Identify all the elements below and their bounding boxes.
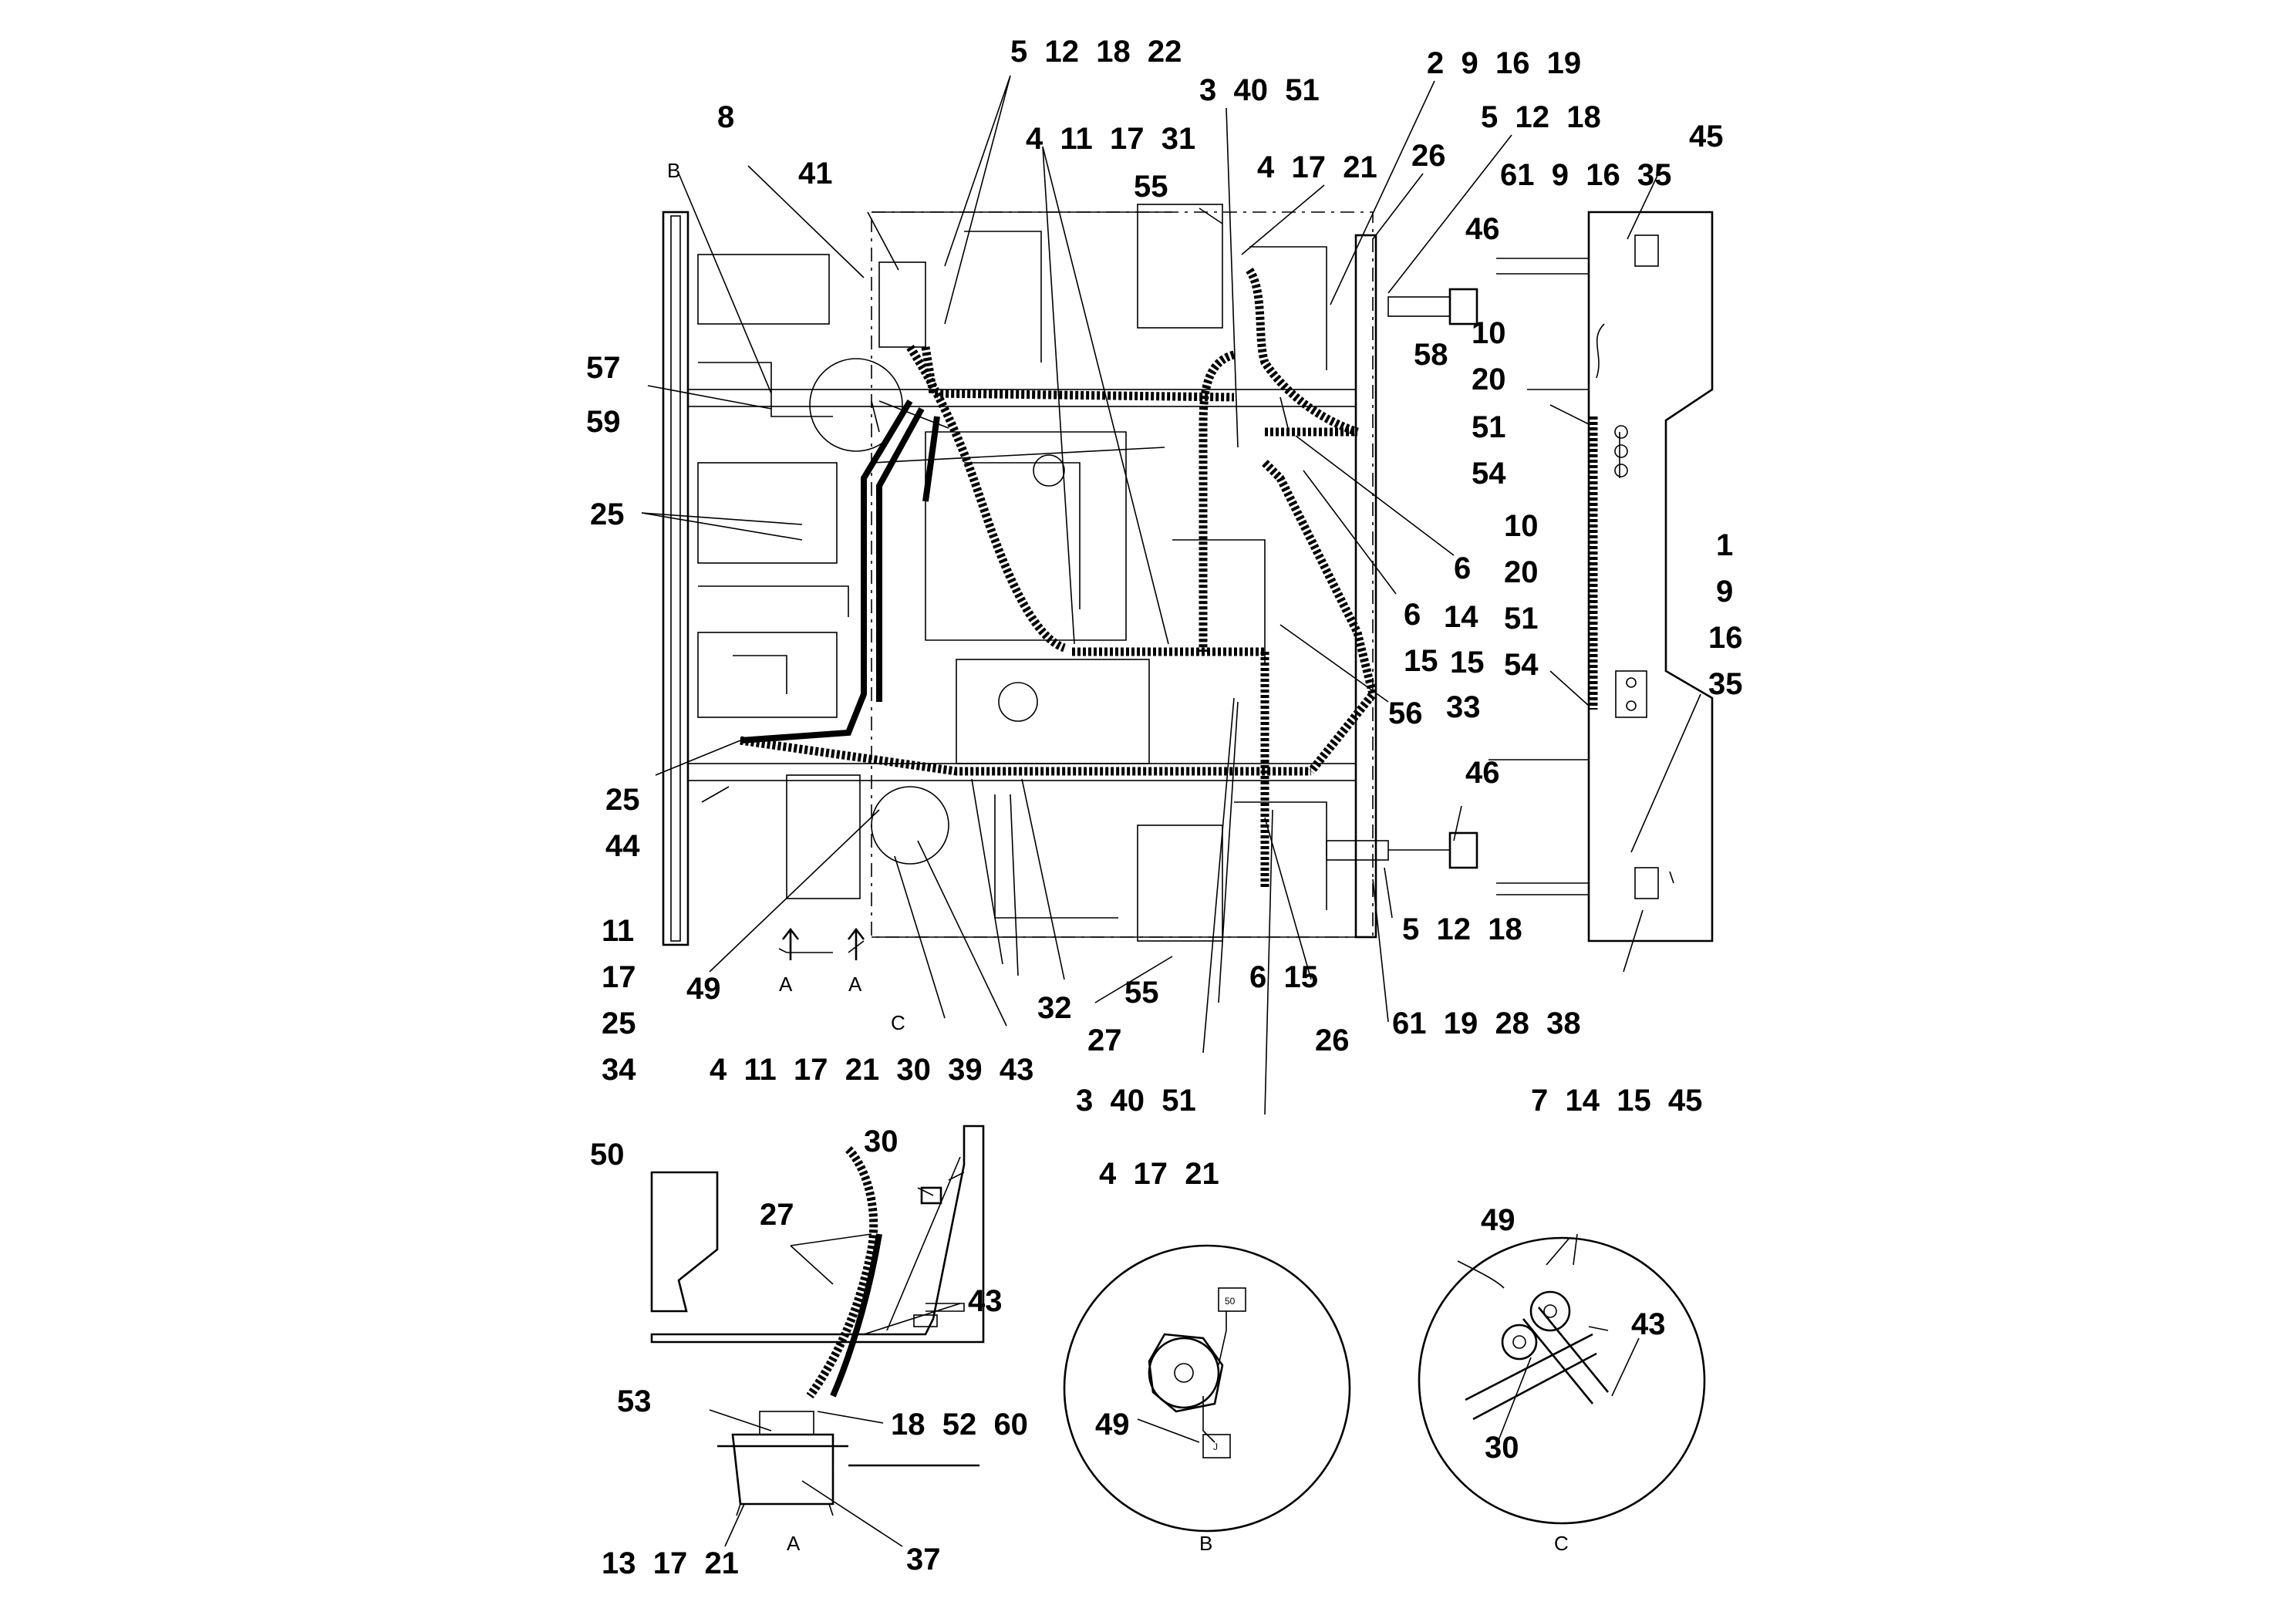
view-letter-c: C — [891, 1011, 905, 1034]
callout-15b: 15 — [1450, 646, 1485, 679]
callout-30-c: 30 — [1485, 1431, 1519, 1465]
callout-top-2: 3 40 51 — [1199, 73, 1320, 107]
callout-34: 34 — [602, 1053, 636, 1087]
callout-25a: 25 — [590, 497, 625, 531]
leader-lines — [641, 75, 1701, 1115]
callout-54a: 54 — [1472, 457, 1506, 491]
callout-15a: 15 — [1404, 644, 1438, 678]
view-letter-a-right: A — [848, 973, 862, 996]
callout-55-top: 55 — [1134, 170, 1168, 204]
callout-46-bottom: 46 — [1465, 756, 1500, 790]
callout-18-52-60: 18 52 60 — [891, 1408, 1028, 1442]
callout-45-top: 45 — [1689, 120, 1724, 153]
callout-44: 44 — [605, 829, 640, 863]
callout-10b: 10 — [1504, 509, 1539, 543]
callout-32: 32 — [1037, 991, 1072, 1025]
callout-11: 11 — [602, 914, 634, 948]
side-panel-view — [1489, 211, 1714, 943]
callout-55-bottom: 55 — [1124, 976, 1159, 1010]
callout-41: 41 — [798, 157, 833, 191]
connector-assemblies — [1326, 288, 1478, 869]
callout-top-1: 5 12 18 22 — [1010, 35, 1182, 69]
callout-20b: 20 — [1504, 555, 1539, 589]
callout-27-a: 27 — [760, 1198, 794, 1232]
callout-51a: 51 — [1472, 410, 1506, 444]
callout-46-top: 46 — [1465, 212, 1500, 246]
callout-top-3: 2 9 16 19 — [1427, 46, 1581, 80]
detail-b-view — [1063, 1244, 1351, 1533]
callout-59: 59 — [586, 405, 621, 439]
callout-6b: 6 — [1404, 598, 1421, 632]
callout-33: 33 — [1446, 690, 1481, 724]
view-letter-a-left: A — [779, 973, 793, 996]
view-caption-a: A — [787, 1532, 801, 1555]
callout-50: 50 — [590, 1138, 625, 1172]
detail-a-view — [650, 1125, 985, 1516]
detail-a-leaders — [709, 1233, 961, 1547]
callout-26-bottom: 26 — [1315, 1023, 1350, 1057]
callout-14: 14 — [1444, 600, 1478, 634]
callout-25b: 25 — [605, 783, 640, 817]
callout-bottom-1: 4 11 17 21 30 39 43 — [710, 1053, 1033, 1087]
callout-30-a: 30 — [864, 1125, 899, 1158]
callout-top-8: 4 17 21 — [1257, 150, 1377, 184]
callout-35: 35 — [1708, 667, 1743, 701]
callout-10a: 10 — [1472, 316, 1506, 350]
detail-b-tag-50: 50 — [1225, 1296, 1236, 1307]
callout-1: 1 — [1716, 528, 1733, 562]
main-frame-view — [662, 204, 1377, 946]
harness-routing — [740, 267, 1377, 887]
callout-49-b: 49 — [1095, 1408, 1130, 1442]
callout-bottom-9: 4 17 21 — [1099, 1157, 1219, 1191]
callout-43-c: 43 — [1631, 1307, 1666, 1341]
callout-top-4: 5 12 18 — [1481, 100, 1601, 134]
callout-56: 56 — [1388, 696, 1423, 730]
callout-27-main: 27 — [1087, 1023, 1122, 1057]
callout-25c: 25 — [602, 1007, 636, 1040]
callout-20a: 20 — [1472, 363, 1506, 396]
view-caption-b: B — [1199, 1532, 1212, 1555]
detail-b-labels: 50 J — [1213, 1296, 1236, 1452]
callout-51b: 51 — [1504, 602, 1539, 636]
callout-bottom-7: 7 14 15 45 — [1531, 1084, 1702, 1118]
callout-top-5: 4 11 17 31 — [1026, 122, 1195, 156]
callout-57: 57 — [586, 351, 621, 385]
callout-49-c: 49 — [1481, 1203, 1515, 1237]
callout-bottom-8: 3 40 51 — [1076, 1084, 1196, 1118]
callout-bottom-6: 61 19 28 38 — [1392, 1007, 1581, 1040]
view-letter-b-top: B — [667, 159, 680, 182]
detail-c-view — [1418, 1233, 1706, 1525]
callout-6-15: 6 15 — [1249, 960, 1318, 994]
callout-53: 53 — [617, 1384, 652, 1418]
detail-b-tag-j: J — [1213, 1442, 1218, 1452]
callout-49-main: 49 — [686, 972, 721, 1006]
view-arrows — [781, 927, 865, 960]
callout-8: 8 — [717, 100, 734, 134]
view-caption-c: C — [1554, 1532, 1569, 1555]
callout-top-10: 61 9 16 35 — [1500, 158, 1671, 192]
view-letters: B A A C A B C — [667, 159, 1569, 1555]
callout-9: 9 — [1716, 575, 1733, 609]
callout-58: 58 — [1414, 338, 1448, 372]
callout-6a: 6 — [1454, 551, 1471, 585]
callout-17: 17 — [602, 960, 636, 994]
callout-26-top: 26 — [1411, 139, 1446, 173]
callout-37: 37 — [906, 1543, 941, 1576]
callout-bottom-5: 5 12 18 — [1402, 912, 1522, 946]
callout-13-17-21: 13 17 21 — [602, 1546, 739, 1580]
callout-16: 16 — [1708, 621, 1743, 655]
callout-43-a: 43 — [968, 1284, 1003, 1318]
callout-54b: 54 — [1504, 648, 1539, 682]
callout-labels: 5 12 18 22 3 40 51 2 9 16 19 5 12 18 4 1… — [586, 35, 1743, 1580]
